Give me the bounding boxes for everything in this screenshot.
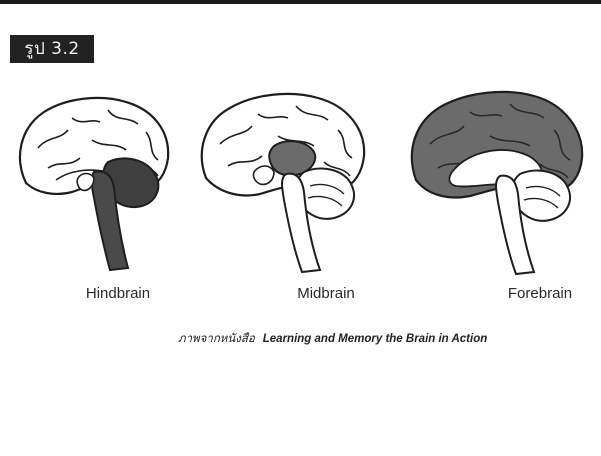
panel-label-hindbrain: Hindbrain (48, 285, 188, 302)
caption-source-thai: ภาพจากหนังสือ (178, 331, 255, 345)
panel-label-forebrain: Forebrain (470, 285, 601, 302)
hindbrain-illustration (8, 88, 178, 278)
panel-label-midbrain: Midbrain (256, 285, 396, 302)
forebrain-illustration (400, 86, 595, 276)
top-rule (0, 0, 601, 4)
figure-number-badge: รูป 3.2 (10, 35, 94, 63)
caption-source-title: Learning and Memory the Brain in Action (263, 333, 488, 345)
figure-caption: ภาพจากหนังสือ Learning and Memory the Bra… (178, 330, 487, 348)
midbrain-illustration (190, 86, 380, 276)
